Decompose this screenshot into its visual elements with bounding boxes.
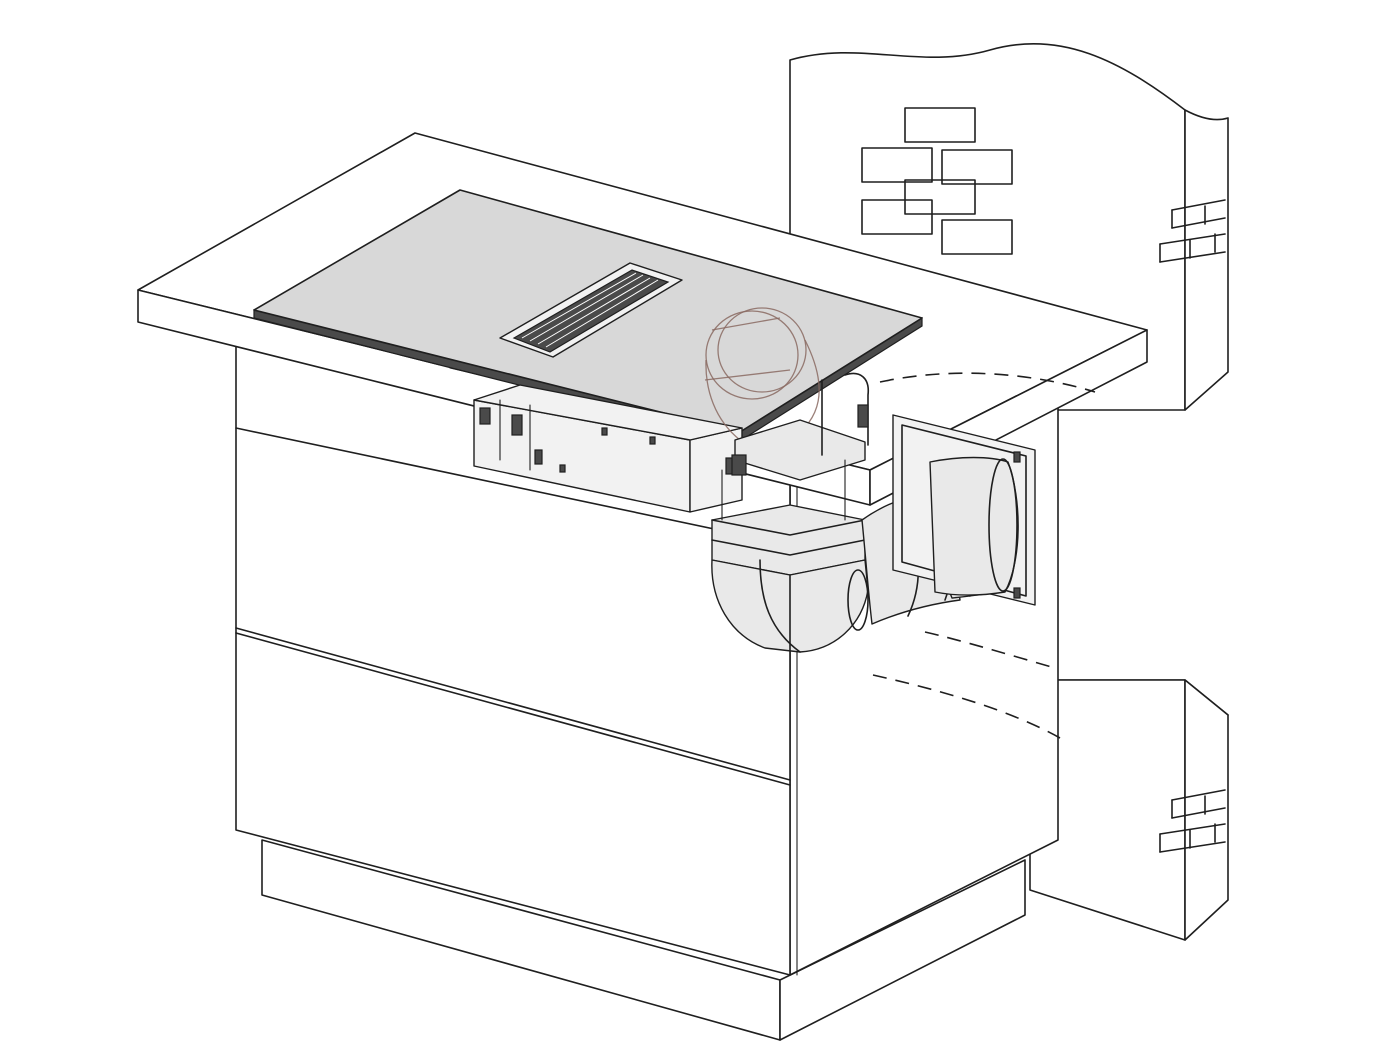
wall-cutout-lines (872, 372, 1096, 739)
dashed-line-lower-2 (872, 674, 1061, 739)
vent-slats (521, 272, 659, 348)
fan-motor-unit (473, 384, 743, 513)
brick-pattern-lower-side (1159, 789, 1226, 853)
drawer-2-line (235, 627, 791, 781)
drawer-3-line (235, 632, 791, 786)
dashed-line-lower-1 (924, 631, 1056, 669)
wall-plate-inner (901, 424, 1027, 597)
drawer-1-line (235, 427, 791, 546)
downdraft-vent (499, 262, 683, 358)
brick-wall-lower-side (1184, 679, 1229, 941)
brick-wall-upper-side (1184, 109, 1229, 411)
wall-sleeve (929, 456, 1019, 596)
island-plinth-side (779, 859, 1026, 1041)
fan-unit-top (473, 384, 743, 441)
dashed-line-upper (879, 372, 1096, 393)
wall-sleeve-body (929, 456, 1019, 596)
brick-wall-lower (1029, 679, 1229, 941)
brick-pattern-upper-side (1159, 199, 1226, 263)
flat-duct-bend (711, 372, 870, 653)
brick-pattern-upper (861, 107, 1013, 255)
